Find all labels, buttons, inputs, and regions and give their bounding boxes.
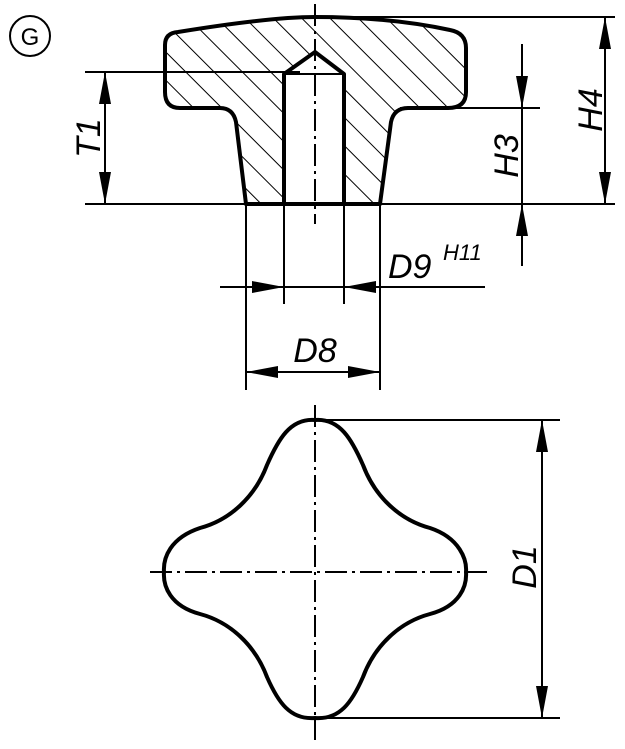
- top-view: D1: [150, 405, 560, 740]
- d8-label: D8: [293, 332, 337, 370]
- d9-arrow-left: [252, 281, 284, 293]
- badge-circle: [9, 15, 51, 57]
- d8-arrow-right: [348, 366, 380, 378]
- h3-arrow-top: [516, 76, 528, 108]
- section-view: T1 H3 H4 D9 H11 D8: [70, 4, 615, 390]
- h4-arrow-top: [599, 17, 611, 49]
- star-grip-outline: [161, 417, 469, 721]
- t1-label: T1: [70, 118, 108, 158]
- badge-letter: G: [21, 24, 40, 51]
- d9-label: D9: [388, 248, 432, 286]
- d8-arrow-left: [246, 366, 278, 378]
- h4-label: H4: [572, 88, 610, 131]
- variant-badge: G: [9, 15, 51, 57]
- h3-label: H3: [488, 134, 526, 178]
- h3-arrow-bottom: [516, 204, 528, 236]
- h4-arrow-bottom: [599, 172, 611, 204]
- d9-tolerance: H11: [443, 240, 482, 265]
- d1-arrow-bottom: [536, 686, 548, 718]
- t1-arrow-top: [99, 72, 111, 104]
- d1-arrow-top: [536, 420, 548, 452]
- d1-label: D1: [506, 545, 544, 588]
- d9-arrow-right: [344, 281, 376, 293]
- t1-arrow-bottom: [99, 172, 111, 204]
- d9-symbol: D9: [388, 248, 432, 286]
